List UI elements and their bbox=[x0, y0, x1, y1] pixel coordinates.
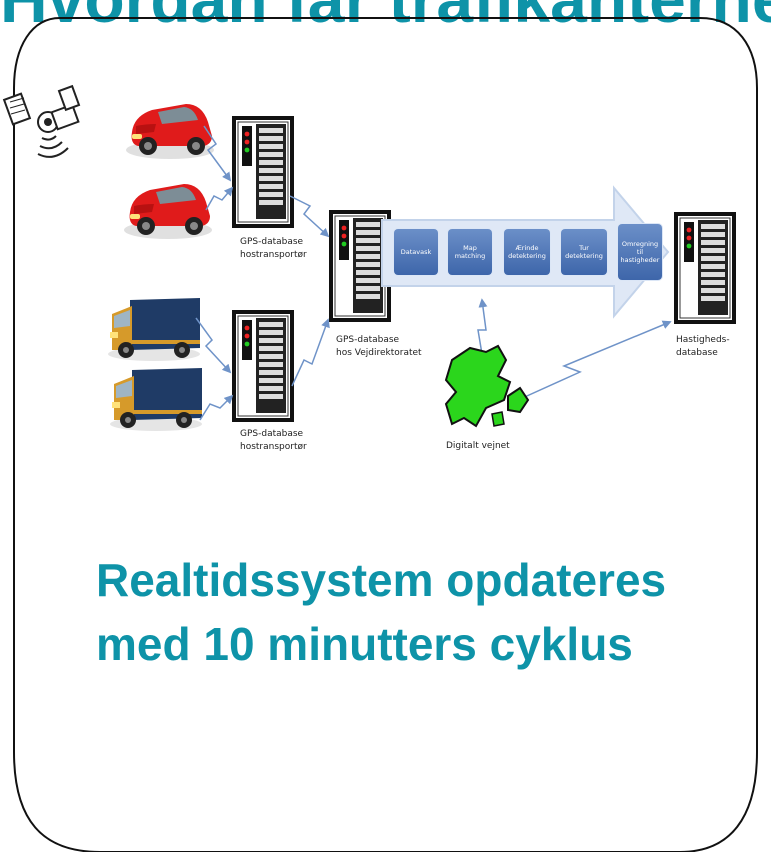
server-rack-icon bbox=[232, 310, 294, 422]
blue-truck-icon bbox=[108, 298, 200, 361]
speed-db-label: Hastigheds- database bbox=[676, 335, 730, 358]
satellite-icon bbox=[2, 84, 81, 158]
process-step-datavask: Datavask bbox=[394, 229, 438, 275]
blue-truck-icon bbox=[110, 368, 202, 431]
process-step-omregning: Omregning til hastigheder bbox=[618, 224, 662, 280]
gps-db-top-label: GPS-database hostransportør bbox=[240, 237, 307, 260]
rounded-frame bbox=[13, 17, 758, 852]
process-step-aerinde: Ærinde detektering bbox=[504, 229, 550, 275]
connection-lines bbox=[195, 125, 672, 421]
road-network-label: Digitalt vejnet bbox=[446, 441, 510, 451]
caption: Realtidssystem opdateres med 10 minutter… bbox=[96, 548, 766, 676]
caption-line-2: med 10 minutters cyklus bbox=[96, 618, 633, 670]
caption-line-1: Realtidssystem opdateres bbox=[96, 554, 667, 606]
server-rack-icon bbox=[329, 210, 391, 322]
page-title: Hvordan får trafikanterne bbox=[0, 0, 771, 32]
server-rack-icon bbox=[674, 212, 736, 324]
red-car-icon bbox=[126, 104, 214, 159]
denmark-map-icon bbox=[444, 344, 530, 428]
gps-db-bottom-label: GPS-database hostransportør bbox=[240, 429, 307, 452]
red-car-icon bbox=[124, 184, 212, 239]
gps-db-central-label: GPS-database hos Vejdirektoratet bbox=[336, 335, 422, 358]
server-rack-icon bbox=[232, 116, 294, 228]
process-step-map-matching: Map matching bbox=[448, 229, 492, 275]
process-step-tur: Tur detektering bbox=[561, 229, 607, 275]
